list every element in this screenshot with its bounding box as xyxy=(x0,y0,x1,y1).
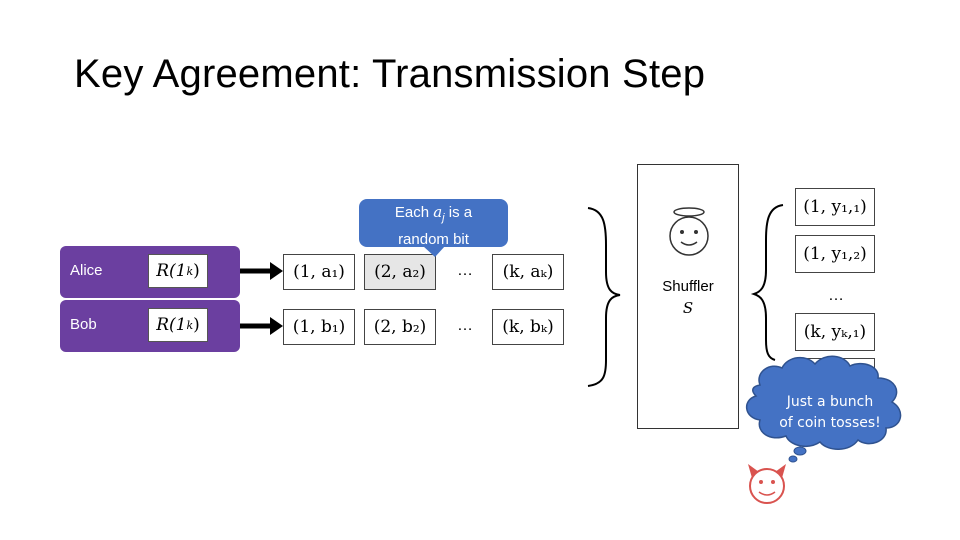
alice-label: Alice xyxy=(70,262,103,279)
callout-var: a xyxy=(433,203,443,221)
alice-message-2: (2, a₂) xyxy=(364,254,436,290)
output-message-2: (1, y₁,₂) xyxy=(795,235,875,273)
callout-pointer xyxy=(423,246,445,257)
alice-rand-close: ) xyxy=(193,261,200,281)
callout-sub: j xyxy=(442,212,445,224)
alice-rand: R(1 xyxy=(156,261,187,281)
alice-arrow xyxy=(240,262,283,280)
input-brace xyxy=(587,207,621,387)
bob-message-2: (2, b₂) xyxy=(364,309,436,345)
output-message-1: (1, y₁,₁) xyxy=(795,188,875,226)
callout-prefix: Each xyxy=(394,204,434,221)
alice-rand-sup: k xyxy=(186,264,194,278)
thought-line-1: Just a bunch xyxy=(786,394,874,410)
random-bit-callout: Each aj is a random bit xyxy=(359,199,508,248)
bob-message-k: (k, bₖ) xyxy=(492,309,564,345)
shuffler-label: Shuffler xyxy=(662,278,714,295)
devil-icon xyxy=(748,464,786,504)
bob-arrow xyxy=(240,317,283,335)
angel-icon xyxy=(669,207,709,256)
slide-title: Key Agreement: Transmission Step xyxy=(74,52,706,96)
bob-rand: R(1 xyxy=(156,315,187,335)
alice-message-1: (1, a₁) xyxy=(283,254,355,290)
bob-rand-close: ) xyxy=(193,315,200,335)
callout-line-2: random bit xyxy=(398,231,469,248)
bob-ellipsis: … xyxy=(457,317,473,334)
output-brace xyxy=(750,204,784,361)
alice-message-k: (k, aₖ) xyxy=(492,254,564,290)
adversary-thought: Just a bunch of coin tosses! xyxy=(760,392,900,434)
output-message-3: (k, yₖ,₁) xyxy=(795,313,875,351)
callout-line-1: Each aj is a xyxy=(359,201,508,229)
callout-suffix: is a xyxy=(444,204,473,221)
thought-line-2: of coin tosses! xyxy=(779,415,881,431)
bob-rand-sup: k xyxy=(186,318,194,332)
output-ellipsis: … xyxy=(828,287,844,304)
alice-ellipsis: … xyxy=(457,262,473,279)
thought-cloud xyxy=(746,355,902,463)
bob-message-1: (1, b₁) xyxy=(283,309,355,345)
shuffler-symbol: S xyxy=(682,299,694,317)
bob-label: Bob xyxy=(70,316,97,333)
